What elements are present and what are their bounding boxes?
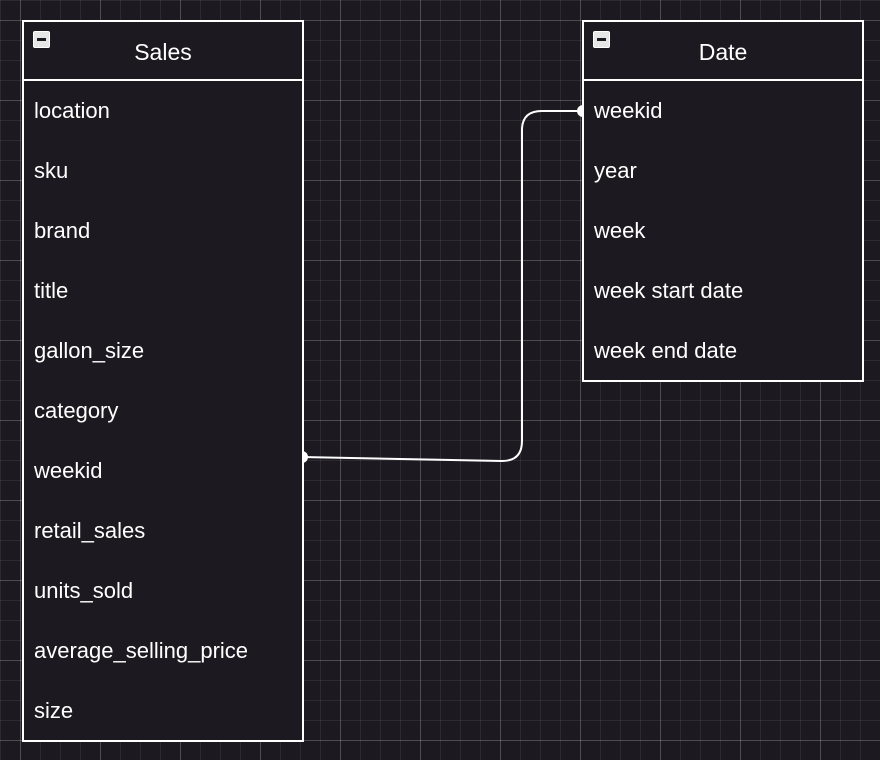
date-field-week-end-date[interactable]: week end date bbox=[594, 338, 738, 363]
collapse-icon[interactable] bbox=[33, 31, 50, 48]
sales-field-retail-sales[interactable]: retail_sales bbox=[34, 518, 146, 543]
date-field-weekid[interactable]: weekid bbox=[594, 98, 663, 123]
sales-field-list: location sku brand title gallon_size cat… bbox=[24, 81, 302, 741]
sales-table[interactable]: Sales location sku brand title gallon_si… bbox=[22, 20, 304, 742]
collapse-icon[interactable] bbox=[593, 31, 610, 48]
sales-field-location[interactable]: location bbox=[34, 98, 110, 123]
sales-field-average-selling-price[interactable]: average_selling_price bbox=[34, 638, 249, 663]
date-field-week-start-date[interactable]: week start date bbox=[594, 278, 744, 303]
sales-table-header[interactable]: Sales bbox=[24, 22, 302, 81]
sales-field-category[interactable]: category bbox=[34, 398, 119, 423]
sales-table-title: Sales bbox=[134, 39, 192, 65]
date-table-title: Date bbox=[698, 39, 748, 65]
date-field-week[interactable]: week bbox=[594, 218, 646, 243]
sales-field-size[interactable]: size bbox=[34, 698, 74, 723]
date-field-list: weekid year week week start date week en… bbox=[584, 81, 862, 381]
date-table-header[interactable]: Date bbox=[584, 22, 862, 81]
sales-field-units-sold[interactable]: units_sold bbox=[34, 578, 134, 603]
date-table[interactable]: Date weekid year week week start date we… bbox=[582, 20, 864, 382]
sales-field-weekid[interactable]: weekid bbox=[34, 458, 103, 483]
sales-field-title[interactable]: title bbox=[34, 278, 69, 303]
sales-field-sku[interactable]: sku bbox=[34, 158, 69, 183]
date-field-year[interactable]: year bbox=[594, 158, 637, 183]
sales-field-gallon-size[interactable]: gallon_size bbox=[34, 338, 145, 363]
sales-field-brand[interactable]: brand bbox=[34, 218, 91, 243]
weekid-relationship-line[interactable] bbox=[301, 110, 582, 463]
